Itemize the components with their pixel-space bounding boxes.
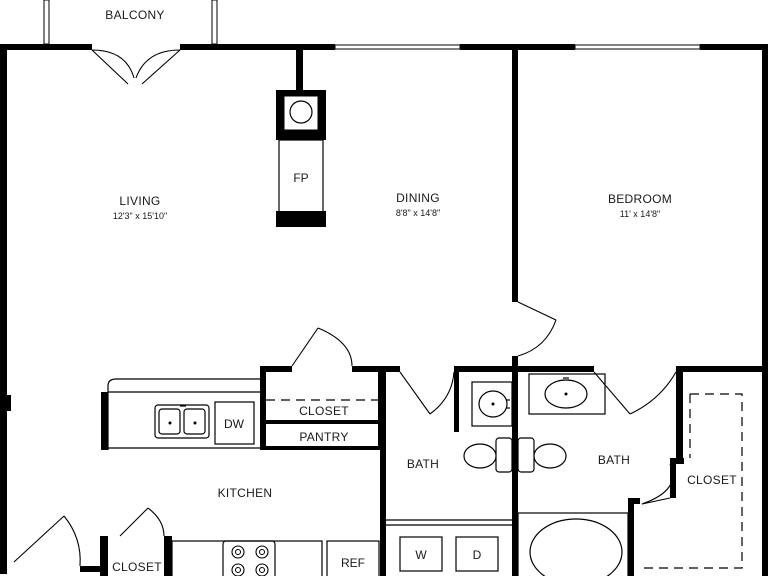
stove-refrigerator: [171, 540, 380, 576]
interior-doors: [13, 301, 677, 567]
living-dimensions: 12'3" x 15'10": [113, 211, 167, 221]
balcony-door: [91, 49, 181, 85]
bedroom-closet-label: CLOSET: [687, 473, 737, 487]
fireplace-label: FP: [293, 171, 308, 185]
bath-left-fixtures: [463, 381, 513, 473]
bath-right-label: BATH: [598, 453, 630, 467]
pantry-label: PANTRY: [299, 430, 348, 444]
balcony-label: BALCONY: [105, 8, 164, 22]
refrigerator-label: REF: [341, 556, 365, 570]
washer-label: W: [415, 548, 427, 562]
kitchen-counter: [101, 378, 260, 450]
interior-walls: [80, 44, 768, 576]
balcony-railing: [43, 0, 218, 45]
room-labels: BALCONY LIVING 12'3" x 15'10" DINING 8'8…: [105, 8, 672, 500]
bedroom-dimensions: 11' x 14'8": [620, 209, 661, 219]
living-label: LIVING: [119, 194, 160, 208]
bath-right-fixtures: [517, 373, 629, 576]
kitchen-label: KITCHEN: [218, 486, 273, 500]
closet-outlines: [266, 393, 743, 569]
dining-label: DINING: [396, 191, 440, 205]
bath-left-label: BATH: [407, 457, 439, 471]
bedroom-label: BEDROOM: [608, 192, 672, 206]
laundry: [386, 519, 512, 572]
kitchen-closet-label: CLOSET: [112, 560, 162, 574]
hall-closet-label: CLOSET: [299, 404, 349, 418]
dining-dimensions: 8'8" x 14'8": [396, 208, 440, 218]
fireplace: [276, 50, 326, 227]
dryer-label: D: [473, 548, 482, 562]
fixture-labels: FP DW W D REF: [224, 171, 482, 570]
closet-labels: CLOSET PANTRY CLOSET CLOSET: [112, 404, 737, 574]
dishwasher-label: DW: [224, 417, 245, 431]
